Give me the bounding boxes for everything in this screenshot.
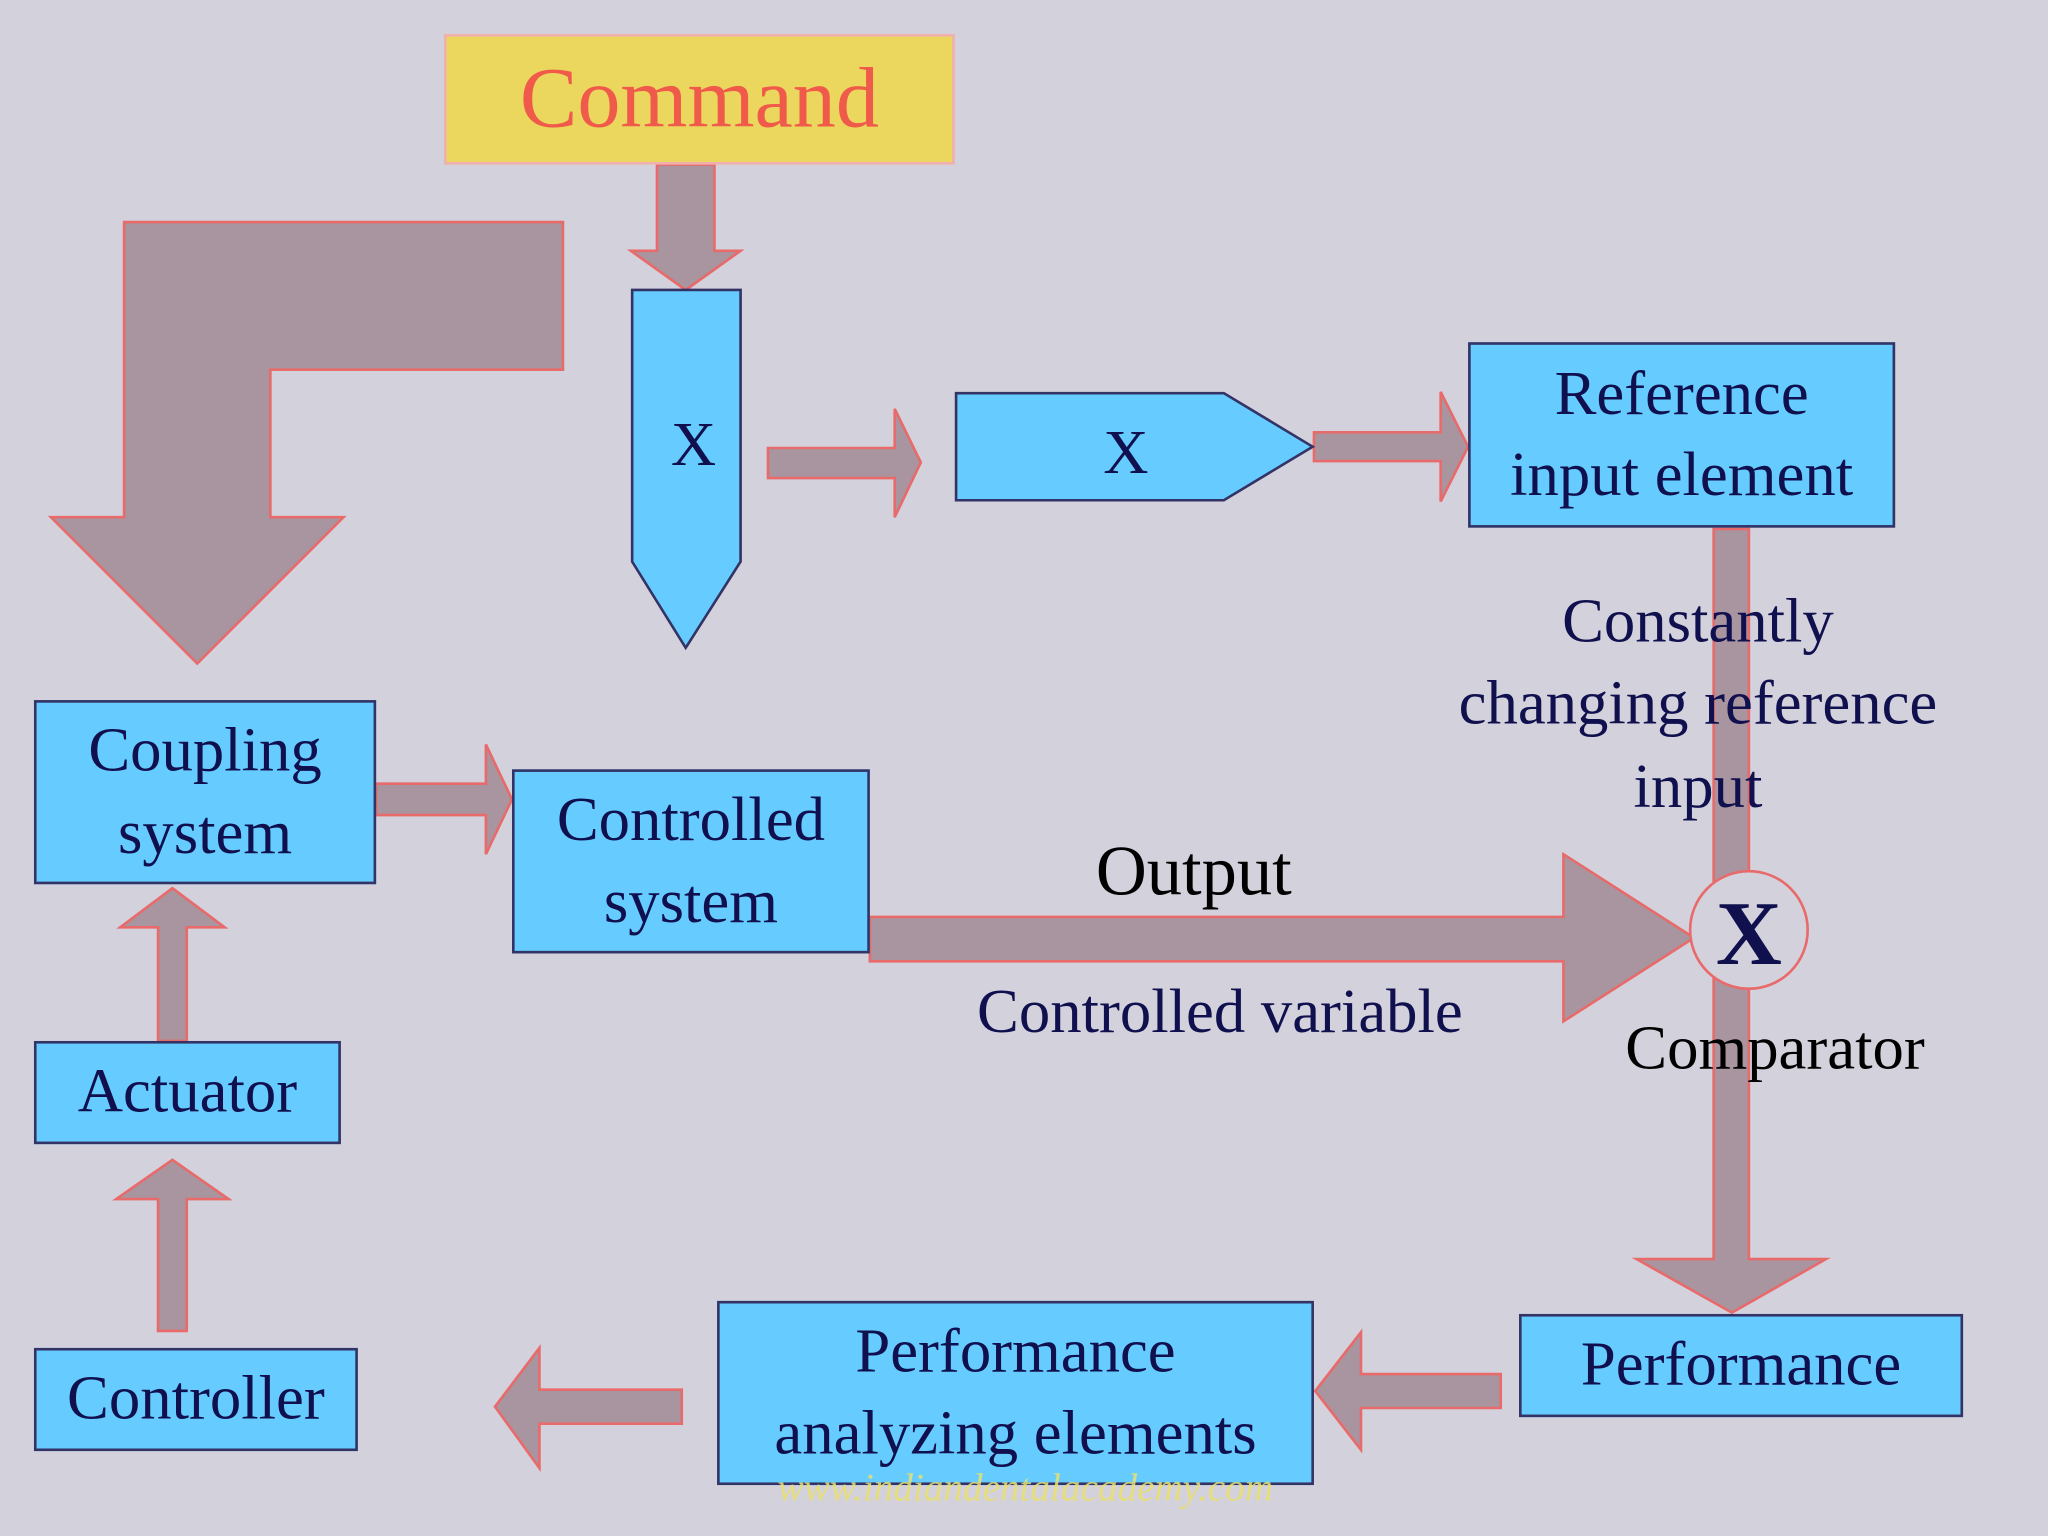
coupling-system-box: Coupling system bbox=[33, 700, 377, 885]
to-reference-arrow bbox=[1312, 391, 1470, 503]
performance-label: Performance bbox=[1580, 1330, 1902, 1400]
controller-label: Controller bbox=[67, 1363, 325, 1434]
constantly-changing-label: Constantly changing reference input bbox=[1411, 580, 1986, 828]
x-right-shape bbox=[954, 391, 1316, 502]
performance-box: Performance bbox=[1519, 1313, 1964, 1418]
actuator-label: Actuator bbox=[77, 1057, 298, 1127]
command-box: Command bbox=[444, 33, 955, 165]
x-down-shape bbox=[630, 288, 742, 651]
controlled-system-box: Controlled system bbox=[511, 769, 870, 954]
comparator-circle bbox=[1688, 869, 1809, 991]
analyzing-elements-box: Performance analyzing elements bbox=[717, 1300, 1314, 1486]
command-label: Command bbox=[519, 51, 880, 147]
reference-line-1: Reference bbox=[1554, 358, 1809, 428]
reference-line-2: input element bbox=[1510, 440, 1854, 510]
watermark: www.indiandentalacademy.com bbox=[777, 1466, 1274, 1510]
x-down-label: X bbox=[670, 410, 717, 480]
constantly-line-1: Constantly bbox=[1562, 586, 1834, 656]
x-right-arrow bbox=[766, 408, 923, 518]
actuator-to-coupling-arrow bbox=[116, 886, 229, 1043]
coupling-line-2: system bbox=[117, 797, 293, 867]
analyzing-line-1: Performance bbox=[855, 1316, 1176, 1386]
constantly-line-2: changing reference bbox=[1458, 669, 1938, 739]
coupling-to-controlled-arrow bbox=[374, 743, 514, 855]
reference-input-box: Reference input element bbox=[1468, 342, 1896, 528]
analyzing-line-2: analyzing elements bbox=[774, 1398, 1257, 1468]
output-arrow bbox=[868, 851, 1697, 1024]
command-down-arrow bbox=[626, 163, 745, 292]
x-right-label: X bbox=[1103, 417, 1149, 488]
comparator-symbol: X bbox=[1715, 884, 1782, 985]
feedback-l-arrow bbox=[47, 220, 565, 666]
controlled-variable-label: Controlled variable bbox=[977, 976, 1463, 1047]
coupling-line-1: Coupling bbox=[88, 715, 322, 786]
controller-to-actuator-arrow bbox=[112, 1158, 233, 1333]
controller-box: Controller bbox=[33, 1347, 358, 1452]
controlled-line-1: Controlled bbox=[556, 785, 826, 855]
controlled-line-2: system bbox=[603, 866, 779, 936]
output-label: Output bbox=[1095, 831, 1292, 911]
constantly-line-3: input bbox=[1633, 751, 1763, 822]
performance-to-analyzing-arrow bbox=[1313, 1328, 1503, 1454]
comparator-label: Comparator bbox=[1625, 1013, 1925, 1083]
analyzing-to-controller-arrow bbox=[493, 1344, 684, 1473]
actuator-box: Actuator bbox=[33, 1040, 341, 1145]
